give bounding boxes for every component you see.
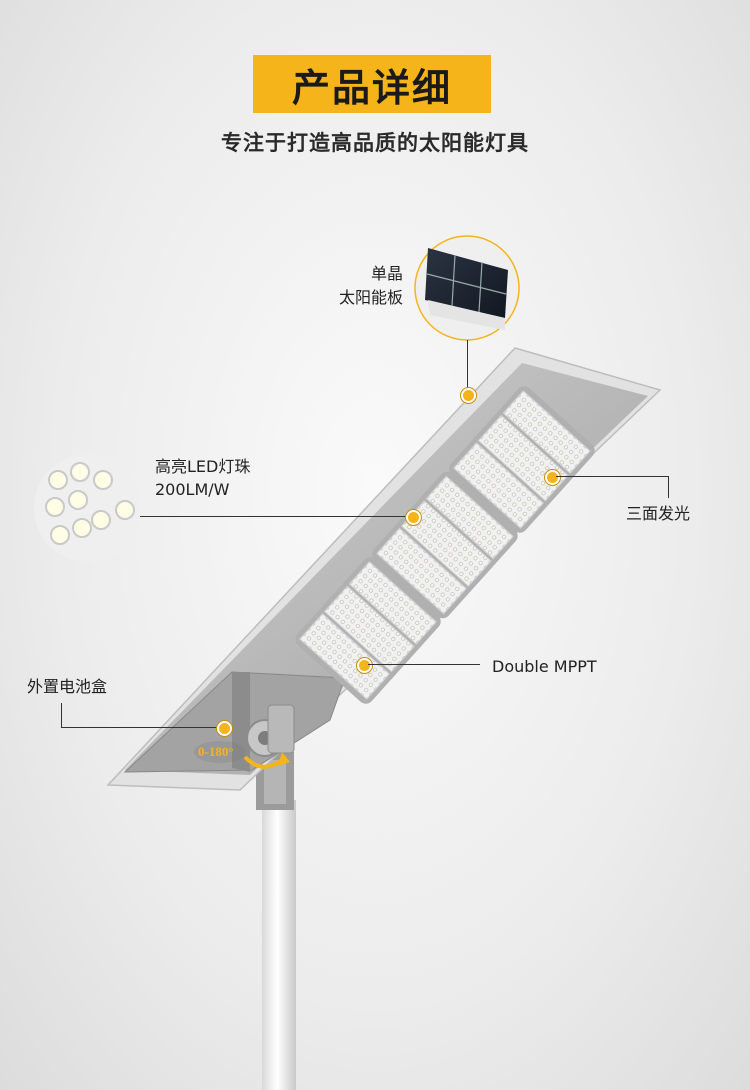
callout-led-line2: 200LM/W (155, 480, 230, 499)
angle-badge-bg (194, 741, 246, 763)
callout-three-side: 三面发光 (626, 504, 691, 523)
callout-three-side-line-h (556, 476, 669, 477)
callout-led-line (140, 516, 412, 517)
callout-battery-line-v (61, 703, 62, 728)
callout-mppt-dot (357, 658, 372, 673)
callout-solar-line1: 单晶 (370, 264, 403, 283)
pole (262, 800, 296, 1090)
page-title: 产品详细 (253, 55, 491, 113)
callout-led-line1: 高亮LED灯珠 (155, 457, 251, 476)
callout-battery: 外置电池盒 (27, 677, 108, 696)
callout-solar-line (467, 340, 468, 394)
callout-solar-dot (461, 388, 476, 403)
solar-panel-zoom (425, 248, 508, 330)
callout-battery-line-h (61, 727, 219, 728)
callout-solar-line2: 太阳能板 (338, 288, 403, 307)
callout-led-dot (406, 510, 421, 525)
callout-battery-dot (217, 721, 232, 736)
callout-mppt-line (368, 664, 480, 665)
page-subtitle: 专注于打造高品质的太阳能灯具 (221, 131, 529, 155)
callout-three-side-line-v (668, 476, 669, 498)
angle-badge: 0-180° (198, 744, 234, 759)
led-beads-zoom (45, 462, 135, 545)
rotation-arrow (243, 755, 284, 769)
callout-three-side-dot (545, 470, 560, 485)
callout-mppt: Double MPPT (492, 657, 597, 676)
